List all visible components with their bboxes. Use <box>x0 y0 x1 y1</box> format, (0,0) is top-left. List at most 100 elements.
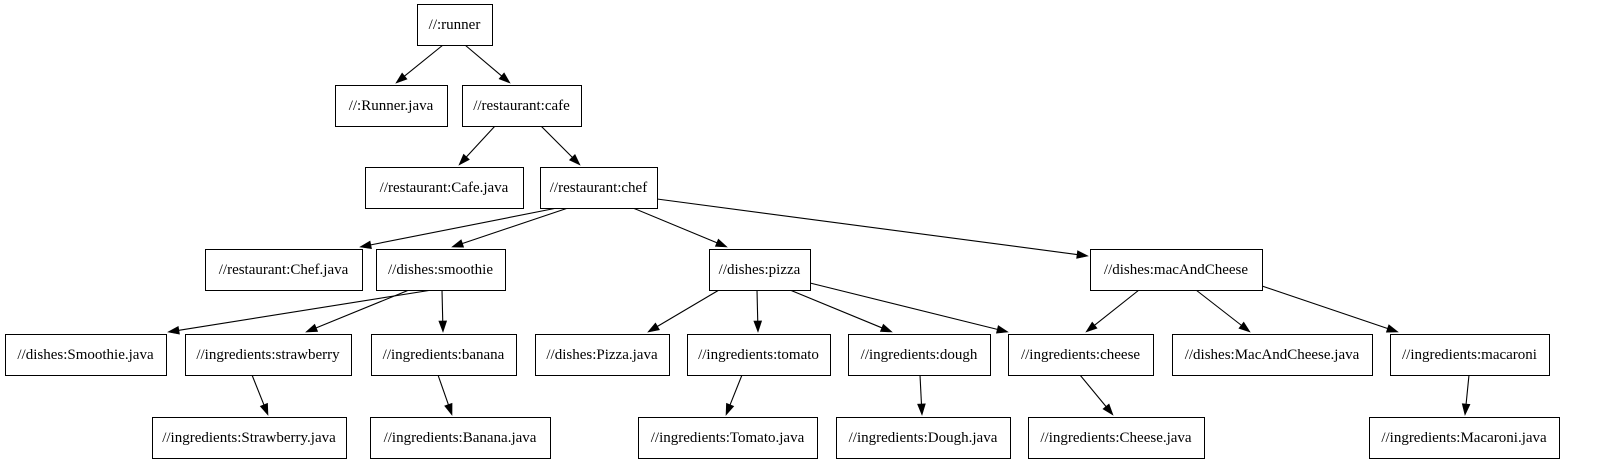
graph-edge <box>359 207 558 250</box>
node-label: //dishes:pizza <box>719 262 801 278</box>
graph-edge <box>647 289 720 333</box>
edge-line <box>370 207 558 246</box>
node-label: //restaurant:cafe <box>473 98 570 114</box>
edge-arrowhead-icon <box>458 153 470 166</box>
node-label: //:Runner.java <box>349 98 434 114</box>
edge-line <box>656 198 1078 256</box>
edge-arrowhead-icon <box>879 323 893 333</box>
graph-edge <box>753 289 763 333</box>
node-label: //ingredients:macaroni <box>1402 347 1537 363</box>
graph-node-chef_java[interactable]: //restaurant:Chef.java <box>205 249 363 291</box>
node-label: //ingredients:dough <box>861 347 978 363</box>
node-box[interactable] <box>1172 334 1373 376</box>
graph-node-tomato_java[interactable]: //ingredients:Tomato.java <box>638 417 818 459</box>
node-box[interactable] <box>848 334 991 376</box>
node-box[interactable] <box>417 4 493 46</box>
node-label: //restaurant:Chef.java <box>219 262 349 278</box>
node-label: //dishes:Pizza.java <box>546 347 658 363</box>
graph-node-strawberry_java[interactable]: //ingredients:Strawberry.java <box>152 417 347 459</box>
edge-arrowhead-icon <box>438 320 448 333</box>
graph-edge <box>1085 289 1140 333</box>
graph-edge <box>458 125 496 166</box>
graph-node-ing_dough[interactable]: //ingredients:dough <box>848 334 991 376</box>
node-box[interactable] <box>535 334 670 376</box>
graph-edge <box>251 374 269 416</box>
node-layer: //:runner //:Runner.java //restaurant:cafe… <box>5 4 1560 459</box>
node-label: //ingredients:Macaroni.java <box>1381 430 1547 446</box>
node-label: //dishes:MacAndCheese.java <box>1185 347 1360 363</box>
edge-arrowhead-icon <box>995 325 1009 334</box>
graph-node-mac_java[interactable]: //dishes:MacAndCheese.java <box>1172 334 1373 376</box>
node-box[interactable] <box>540 167 658 209</box>
node-box[interactable] <box>1090 249 1263 291</box>
edge-arrowhead-icon <box>1102 403 1114 416</box>
graph-node-dishes_mac[interactable]: //dishes:macAndCheese <box>1090 249 1263 291</box>
node-box[interactable] <box>371 334 517 376</box>
graph-node-pizza_java[interactable]: //dishes:Pizza.java <box>535 334 670 376</box>
edge-line <box>809 282 998 330</box>
edge-arrowhead-icon <box>451 239 465 248</box>
edge-line <box>1465 374 1470 405</box>
graph-node-ing_tomato[interactable]: //ingredients:tomato <box>687 334 831 376</box>
node-box[interactable] <box>205 249 363 291</box>
edge-line <box>315 289 410 329</box>
edge-line <box>540 125 573 158</box>
graph-node-ing_macaroni[interactable]: //ingredients:macaroni <box>1390 334 1550 376</box>
node-box[interactable] <box>335 85 448 127</box>
graph-node-restaurant_chef[interactable]: //restaurant:chef <box>540 167 658 209</box>
graph-node-dishes_pizza[interactable]: //dishes:pizza <box>709 249 811 291</box>
graph-node-dough_java[interactable]: //ingredients:Dough.java <box>836 417 1011 459</box>
node-box[interactable] <box>152 417 347 459</box>
node-box[interactable] <box>5 334 167 376</box>
edge-arrowhead-icon <box>359 240 372 250</box>
node-label: //ingredients:Strawberry.java <box>162 430 336 446</box>
node-box[interactable] <box>370 417 551 459</box>
graph-node-macaroni_java[interactable]: //ingredients:Macaroni.java <box>1369 417 1560 459</box>
graph-node-dishes_smoothie[interactable]: //dishes:smoothie <box>376 249 506 291</box>
edge-line <box>1261 285 1388 329</box>
node-box[interactable] <box>1008 334 1154 376</box>
node-box[interactable] <box>687 334 831 376</box>
node-box[interactable] <box>1390 334 1550 376</box>
node-box[interactable] <box>1369 417 1560 459</box>
node-label: //dishes:macAndCheese <box>1104 262 1248 278</box>
graph-node-ing_strawberry[interactable]: //ingredients:strawberry <box>185 334 352 376</box>
edge-line <box>657 289 720 327</box>
node-box[interactable] <box>185 334 352 376</box>
graph-node-cafe_java[interactable]: //restaurant:Cafe.java <box>365 167 524 209</box>
edge-arrowhead-icon <box>1238 321 1251 333</box>
edge-line <box>632 207 718 244</box>
graph-node-runner[interactable]: //:runner <box>417 4 493 46</box>
edge-line <box>404 44 444 77</box>
node-box[interactable] <box>1028 417 1205 459</box>
graph-node-ing_cheese[interactable]: //ingredients:cheese <box>1008 334 1154 376</box>
node-label: //dishes:Smoothie.java <box>17 347 154 363</box>
edge-line <box>437 374 449 405</box>
node-label: //ingredients:strawberry <box>196 347 340 363</box>
graph-edge <box>451 207 569 248</box>
graph-node-ing_banana[interactable]: //ingredients:banana <box>371 334 517 376</box>
node-box[interactable] <box>376 249 506 291</box>
edge-arrowhead-icon <box>753 320 763 333</box>
node-box[interactable] <box>365 167 524 209</box>
edge-arrowhead-icon <box>498 72 511 84</box>
graph-node-restaurant_cafe[interactable]: //restaurant:cafe <box>462 85 582 127</box>
graph-node-cheese_java[interactable]: //ingredients:Cheese.java <box>1028 417 1205 459</box>
edge-arrowhead-icon <box>259 402 269 416</box>
edge-arrowhead-icon <box>714 238 728 248</box>
node-box[interactable] <box>462 85 582 127</box>
edge-arrowhead-icon <box>917 403 926 416</box>
graph-node-smoothie_java[interactable]: //dishes:Smoothie.java <box>5 334 167 376</box>
node-box[interactable] <box>836 417 1011 459</box>
edge-line <box>441 289 444 322</box>
graph-node-banana_java[interactable]: //ingredients:Banana.java <box>370 417 551 459</box>
graph-edge <box>632 207 728 248</box>
graph-node-runner_java[interactable]: //:Runner.java <box>335 85 448 127</box>
node-box[interactable] <box>638 417 818 459</box>
edge-line <box>789 289 883 329</box>
edge-line <box>251 374 265 405</box>
node-label: //restaurant:Cafe.java <box>380 180 509 196</box>
node-box[interactable] <box>709 249 811 291</box>
node-label: //ingredients:Tomato.java <box>651 430 805 446</box>
